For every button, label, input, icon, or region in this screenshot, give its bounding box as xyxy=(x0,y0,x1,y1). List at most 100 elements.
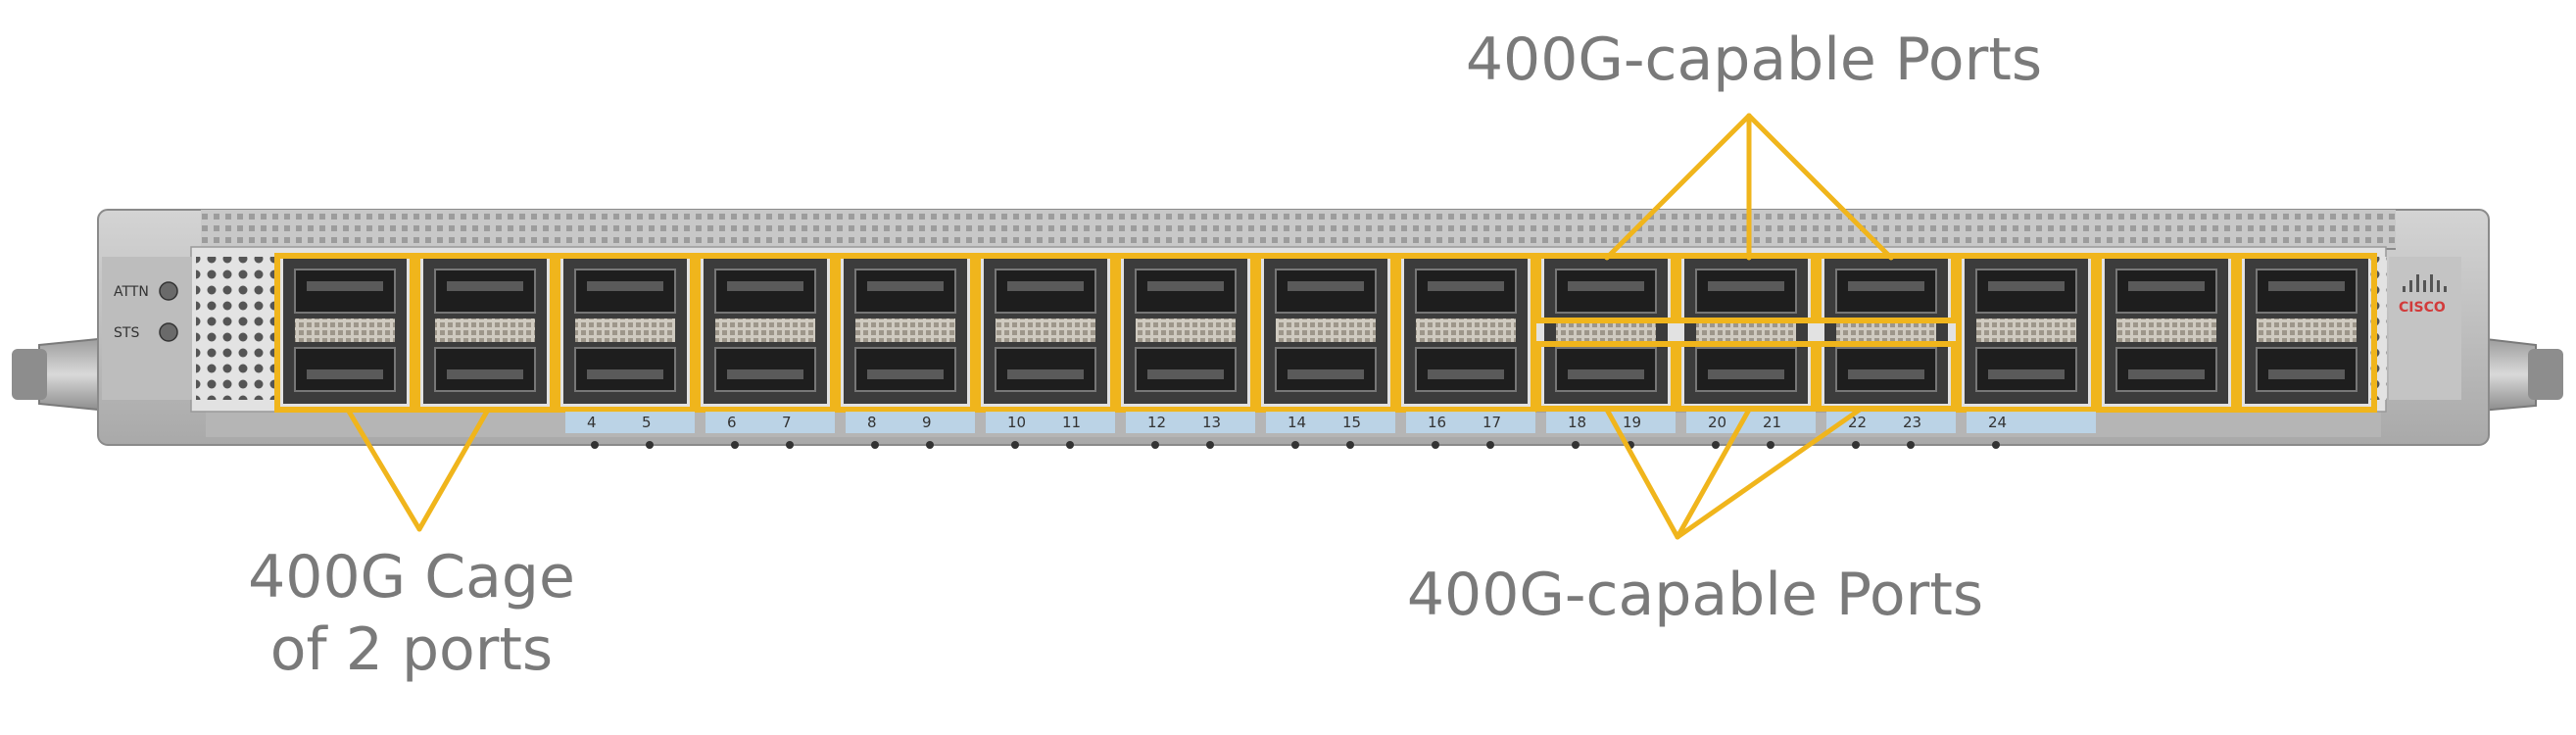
lower-port-contact xyxy=(1708,369,1784,379)
top-callout-line xyxy=(1604,113,1752,261)
port-number-label: 16 xyxy=(1428,414,1446,431)
upper-port-contact xyxy=(867,281,944,291)
port-label-backdrop xyxy=(1967,412,2096,433)
port-number-label: 24 xyxy=(1988,414,2007,431)
cage-heatsink-mesh xyxy=(575,318,675,342)
port-number-label: 7 xyxy=(782,414,792,431)
port-led xyxy=(1852,441,1860,449)
brand-logo-bar xyxy=(2430,274,2433,292)
left-callout-line xyxy=(345,407,422,532)
lower-port-contact xyxy=(1288,369,1364,379)
bottom-callout-label: 400G-capable Ports xyxy=(1406,561,1984,629)
port-label-backdrop xyxy=(1826,412,1956,433)
port-number-label: 15 xyxy=(1342,414,1361,431)
port-number-label: 9 xyxy=(922,414,932,431)
port-label-backdrop xyxy=(1266,412,1395,433)
port-number-label: 22 xyxy=(1848,414,1867,431)
port-number-label: 23 xyxy=(1903,414,1921,431)
lower-port-contact xyxy=(2128,369,2205,379)
left-callout-line xyxy=(416,407,491,532)
port-number-label: 13 xyxy=(1202,414,1221,431)
cage-heatsink-mesh xyxy=(435,318,535,342)
brand-logo-bar xyxy=(2403,286,2406,292)
upper-port-contact xyxy=(1848,281,1924,291)
port-number-label: 19 xyxy=(1623,414,1641,431)
led-attn-indicator xyxy=(159,281,178,301)
port-led xyxy=(1066,441,1074,449)
upper-port-contact xyxy=(1288,281,1364,291)
led-sts-indicator xyxy=(159,322,178,342)
port-led xyxy=(1151,441,1159,449)
cage-highlight-box xyxy=(975,253,1116,413)
cage-heatsink-mesh xyxy=(996,318,1095,342)
led-label-sts: STS xyxy=(114,325,139,341)
port-number-label: 4 xyxy=(587,414,597,431)
port-number-label: 21 xyxy=(1763,414,1781,431)
brand-logo-bar xyxy=(2437,280,2440,292)
cage-highlight-box xyxy=(1956,253,2097,413)
brand-label: CISCO xyxy=(2399,300,2446,316)
port-cages xyxy=(274,253,2377,413)
left-ejector-tab xyxy=(12,349,47,400)
port-label-backdrop xyxy=(1686,412,1816,433)
upper-port-contact xyxy=(587,281,663,291)
bottom-callout-line xyxy=(1675,407,1863,540)
port-label-backdrop xyxy=(565,412,695,433)
bottom-callout-line xyxy=(1604,407,1680,540)
cage-highlight-box xyxy=(1395,253,1536,413)
led-label-attn: ATTN xyxy=(114,284,149,300)
bottom-callout-line xyxy=(1675,407,1752,540)
port-number-label: 18 xyxy=(1568,414,1586,431)
port-led xyxy=(1712,441,1720,449)
right-ejector-tab xyxy=(2528,349,2563,400)
port-number-label: 8 xyxy=(867,414,877,431)
cage-highlight-box xyxy=(1115,253,1256,413)
lower-port-contact xyxy=(1147,369,1224,379)
cage-heatsink-mesh xyxy=(2257,318,2357,342)
brand-panel xyxy=(2389,257,2461,400)
lower-port-contact xyxy=(727,369,803,379)
cage-highlight-box xyxy=(835,253,976,413)
port-led xyxy=(1767,441,1774,449)
cage-highlight-box xyxy=(274,253,415,413)
left-callout-line1: 400G Cage xyxy=(248,543,575,612)
port-label-backdrop xyxy=(846,412,975,433)
cage-highlight-box xyxy=(1255,253,1396,413)
cage-heatsink-mesh xyxy=(855,318,955,342)
split-port-highlight-upper xyxy=(1676,253,1817,323)
brand-logo-bar xyxy=(2423,280,2426,292)
cage-highlight-box xyxy=(414,253,556,413)
top-callout-label: 400G-capable Ports xyxy=(1465,25,2043,94)
cage-heatsink-mesh xyxy=(715,318,815,342)
cage-highlight-box xyxy=(2096,253,2237,413)
port-number-label: 17 xyxy=(1482,414,1501,431)
lower-port-contact xyxy=(1848,369,1924,379)
port-label-backdrop xyxy=(986,412,1115,433)
cage-heatsink-mesh xyxy=(1976,318,2076,342)
split-port-highlight-lower xyxy=(1676,341,1817,412)
port-led xyxy=(1992,441,2000,449)
upper-port-contact xyxy=(727,281,803,291)
left-perforation xyxy=(196,257,286,400)
brand-logo-bar xyxy=(2416,274,2419,292)
port-led xyxy=(1291,441,1299,449)
port-label-backdrop xyxy=(705,412,835,433)
callout-lines xyxy=(345,113,1894,540)
port-led xyxy=(1011,441,1019,449)
port-number-label: 10 xyxy=(1007,414,1026,431)
left-callout-line2: of 2 ports xyxy=(269,615,554,684)
port-number-label: 20 xyxy=(1708,414,1726,431)
upper-port-contact xyxy=(447,281,523,291)
port-led xyxy=(731,441,739,449)
upper-port-contact xyxy=(2128,281,2205,291)
upper-port-contact xyxy=(1568,281,1644,291)
lower-port-contact xyxy=(2268,369,2345,379)
cage-heatsink-mesh xyxy=(1276,318,1376,342)
port-led xyxy=(786,441,794,449)
upper-port-contact xyxy=(2268,281,2345,291)
port-label-backdrop xyxy=(1546,412,1676,433)
cage-heatsink-mesh xyxy=(1416,318,1516,342)
lower-port-contact xyxy=(1428,369,1504,379)
port-led xyxy=(646,441,654,449)
